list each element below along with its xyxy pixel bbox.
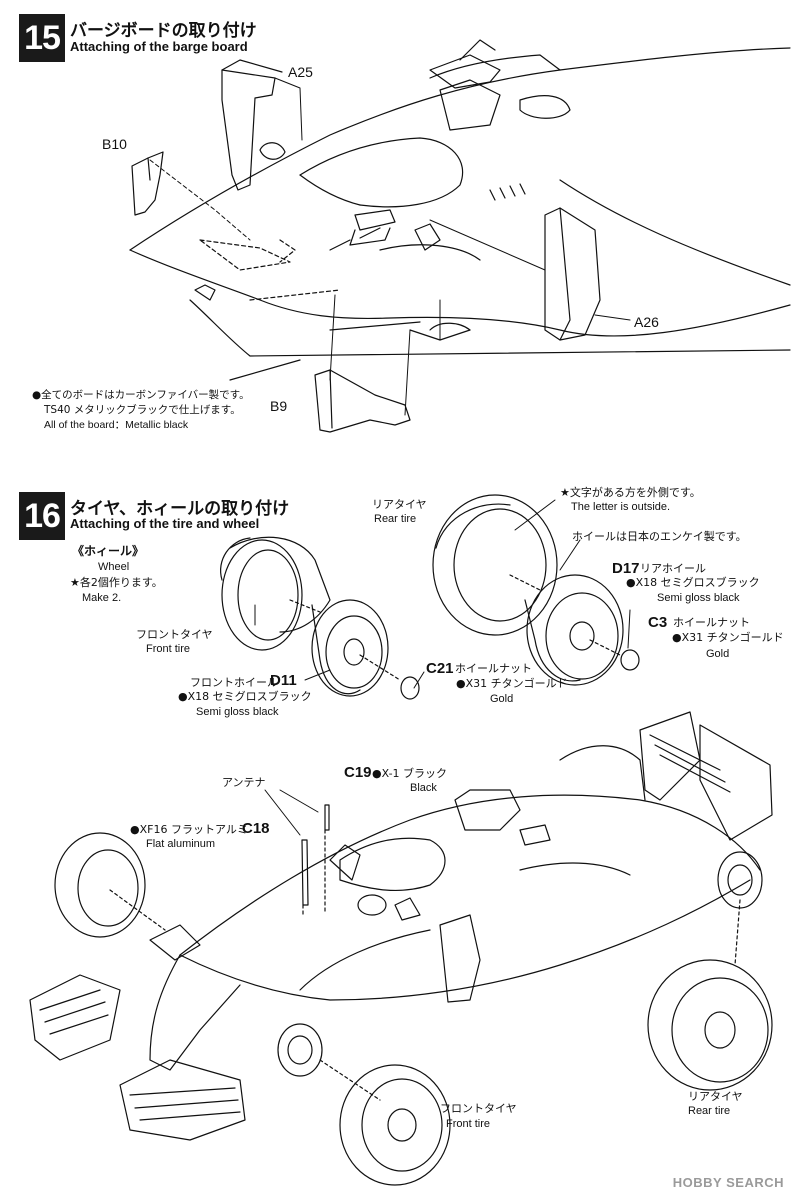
- step-15-number: 15: [19, 14, 65, 62]
- step-15-note: ●全てのボードはカーボンファイバー製です。 TS40 メタリックブラックで仕上げ…: [32, 388, 250, 433]
- note-en: All of the board：Metallic black: [44, 419, 189, 431]
- step-16-title-jp: タイヤ、ホィールの取り付け: [70, 499, 290, 519]
- rear-tire-car-label-en: Rear tire: [688, 1105, 731, 1117]
- step-15-car-body: [129, 39, 791, 381]
- c21-name-jp: ホイールナット: [455, 662, 532, 675]
- rear-tire-assembly: [432, 494, 640, 686]
- front-tire-assembly: [220, 536, 420, 700]
- c3-name-jp: ホイールナット: [673, 616, 750, 629]
- rear-tire-label-en: Rear tire: [374, 513, 417, 525]
- part-label-d11: D11: [270, 672, 297, 689]
- antenna-label: アンテナ: [222, 776, 266, 789]
- front-tire-label-en: Front tire: [146, 643, 191, 655]
- c3-color-jp: ●X31 チタンゴールド: [672, 631, 784, 644]
- barge-board-a25: [221, 59, 283, 191]
- part-label-a25: A25: [288, 64, 313, 80]
- wheel-heading-jp: 《ホィール》: [72, 544, 145, 558]
- car-rear-right-tire: [647, 851, 773, 1091]
- watermark: HOBBY SEARCH: [672, 1175, 784, 1190]
- car-front-right-tire: [277, 1023, 451, 1186]
- step-15-title-en: Attaching of the barge board: [70, 39, 248, 54]
- d11-color-jp: ●X18 セミグロスブラック: [178, 690, 312, 703]
- c3-color-en: Gold: [706, 648, 730, 660]
- letter-outside-note-jp: ★文字がある方を外側です。: [560, 486, 701, 499]
- step-16-number: 16: [19, 492, 65, 540]
- part-label-b10: B10: [102, 136, 127, 152]
- barge-board-a26: [544, 207, 601, 341]
- part-label-b9: B9: [270, 398, 288, 414]
- d17-color-en: Semi gloss black: [657, 592, 740, 604]
- car-rear-left-tire: [559, 745, 646, 801]
- wheel-heading-en: Wheel: [98, 561, 130, 573]
- car-front-left-tire: [54, 832, 166, 938]
- part-label-c19: C19: [344, 764, 372, 781]
- rear-tire-car-label-jp: リアタイヤ: [688, 1090, 743, 1103]
- c19-color-en: Black: [410, 782, 437, 794]
- step-16-car-body: [29, 711, 773, 1141]
- enkei-note: ホイールは日本のエンケイ製です。: [572, 530, 747, 543]
- d17-name-jp: リアホイール: [640, 562, 706, 575]
- letter-outside-note-en: The letter is outside.: [571, 501, 671, 513]
- c18-color-en: Flat aluminum: [146, 838, 216, 850]
- c19-color-jp: ●X-1 ブラック: [372, 767, 448, 780]
- part-label-c18: C18: [242, 820, 270, 837]
- barge-board-b10: [131, 151, 164, 216]
- note-jp-line-1: ●全てのボードはカーボンファイバー製です。: [32, 389, 250, 401]
- c18-color-jp: ●XF16 フラットアルミ: [130, 823, 248, 836]
- c21-color-jp: ●X31 チタンゴールド: [456, 677, 568, 690]
- rear-tire-label-jp: リアタイヤ: [372, 498, 427, 511]
- barge-board-b9: [314, 369, 411, 433]
- make-two-en: Make 2.: [82, 592, 122, 604]
- front-tire-car-label-jp: フロントタイヤ: [440, 1102, 517, 1115]
- make-two-jp: ★各2個作ります。: [70, 576, 163, 589]
- d11-name-jp: フロントホイール: [190, 676, 278, 689]
- part-label-a26: A26: [634, 314, 659, 330]
- step-15-title-jp: バージボードの取り付け: [70, 21, 257, 41]
- part-label-c21: C21: [426, 660, 454, 677]
- step-16-title-en: Attaching of the tire and wheel: [70, 516, 260, 531]
- note-jp-line-2: TS40 メタリックブラックで仕上げます。: [44, 404, 241, 416]
- d17-color-jp: ●X18 セミグロスブラック: [626, 576, 760, 589]
- front-tire-car-label-en: Front tire: [446, 1118, 491, 1130]
- c21-color-en: Gold: [490, 693, 514, 705]
- part-label-c3: C3: [648, 614, 668, 631]
- front-tire-label-jp: フロントタイヤ: [136, 628, 213, 641]
- part-label-d17: D17: [612, 560, 640, 577]
- d11-color-en: Semi gloss black: [196, 706, 279, 718]
